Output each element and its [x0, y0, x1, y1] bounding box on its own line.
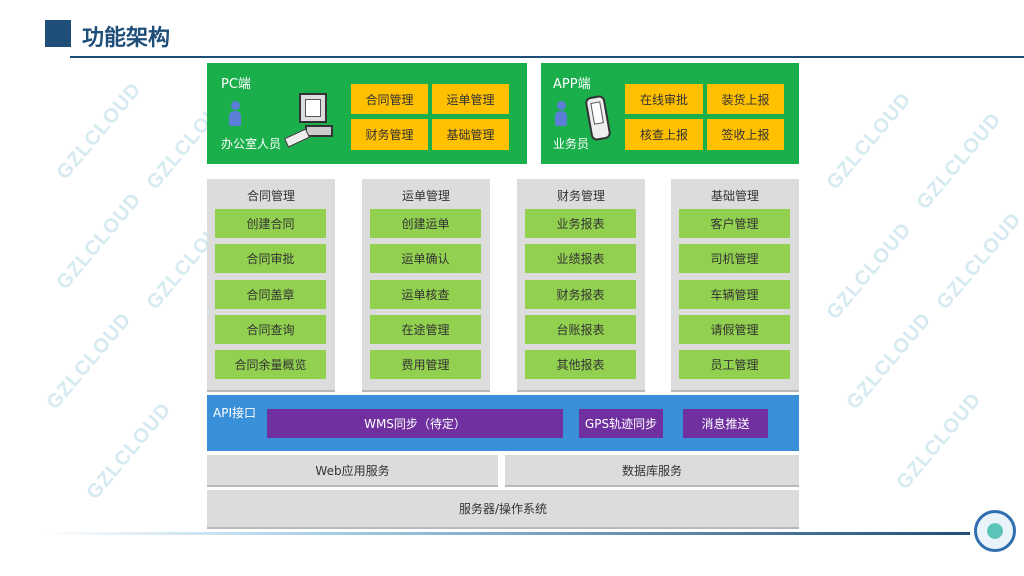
column-item[interactable]: 费用管理 — [370, 350, 481, 379]
column-item[interactable]: 合同盖章 — [215, 280, 326, 309]
column-title: 基础管理 — [710, 189, 759, 203]
pc-module[interactable]: 运单管理 — [432, 84, 509, 114]
company-logo — [974, 510, 1016, 552]
watermark: GZLCLOUD — [912, 108, 1006, 214]
pc-label: PC端 — [221, 77, 251, 92]
web-service: Web应用服务 — [207, 455, 498, 487]
page-title: 功能架构 — [82, 26, 171, 51]
column-item[interactable]: 合同审批 — [215, 244, 326, 273]
app-panel: APP端 业务员 在线审批 装货上报 核查上报 签收上报 — [541, 63, 799, 164]
column-item[interactable]: 司机管理 — [679, 244, 790, 273]
person-icon — [555, 101, 567, 127]
watermark: GZLCLOUD — [822, 218, 916, 324]
watermark: GZLCLOUD — [822, 88, 916, 194]
footer-line — [40, 532, 970, 535]
pc-panel: PC端 办公室人员 合同管理 运单管理 财务管理 基础管理 — [207, 63, 527, 164]
app-module[interactable]: 装货上报 — [707, 84, 784, 114]
column-item[interactable]: 请假管理 — [679, 315, 790, 344]
api-item-gps[interactable]: GPS轨迹同步 — [579, 409, 663, 438]
column-item[interactable]: 财务报表 — [525, 280, 636, 309]
watermark: GZLCLOUD — [52, 78, 146, 184]
app-module[interactable]: 签收上报 — [707, 119, 784, 150]
column-item[interactable]: 车辆管理 — [679, 280, 790, 309]
watermark: GZLCLOUD — [52, 188, 146, 294]
module-column: 合同管理创建合同合同审批合同盖章合同查询合同余量概览 — [207, 179, 335, 392]
app-module[interactable]: 核查上报 — [625, 119, 703, 150]
column-item[interactable]: 业绩报表 — [525, 244, 636, 273]
title-divider — [70, 56, 1024, 58]
pc-module[interactable]: 基础管理 — [432, 119, 509, 150]
watermark: GZLCLOUD — [842, 308, 936, 414]
column-title: 合同管理 — [246, 189, 295, 203]
api-panel: API接口 WMS同步（待定） GPS轨迹同步 消息推送 — [207, 395, 799, 451]
module-column: 运单管理创建运单运单确认运单核查在途管理费用管理 — [362, 179, 490, 392]
column-item[interactable]: 合同余量概览 — [215, 350, 326, 379]
db-service: 数据库服务 — [505, 455, 799, 487]
app-label: APP端 — [553, 77, 591, 92]
api-item-wms[interactable]: WMS同步（待定） — [267, 409, 563, 438]
column-title: 财务管理 — [556, 189, 605, 203]
module-column: 基础管理客户管理司机管理车辆管理请假管理员工管理 — [671, 179, 799, 392]
app-module[interactable]: 在线审批 — [625, 84, 703, 114]
watermark: GZLCLOUD — [82, 398, 176, 504]
api-label: API接口 — [213, 406, 256, 420]
column-item[interactable]: 员工管理 — [679, 350, 790, 379]
app-user-label: 业务员 — [553, 137, 590, 151]
person-icon — [229, 101, 241, 127]
column-item[interactable]: 运单确认 — [370, 244, 481, 273]
column-item[interactable]: 运单核查 — [370, 280, 481, 309]
column-item[interactable]: 其他报表 — [525, 350, 636, 379]
computer-icon — [284, 93, 335, 151]
watermark: GZLCLOUD — [42, 308, 136, 414]
column-item[interactable]: 创建运单 — [370, 209, 481, 238]
watermark: GZLCLOUD — [932, 208, 1024, 314]
column-title: 运单管理 — [401, 189, 450, 203]
column-item[interactable]: 创建合同 — [215, 209, 326, 238]
title-square-icon — [45, 20, 71, 47]
api-item-push[interactable]: 消息推送 — [683, 409, 768, 438]
column-item[interactable]: 客户管理 — [679, 209, 790, 238]
module-column: 财务管理业务报表业绩报表财务报表台账报表其他报表 — [517, 179, 645, 392]
watermark: GZLCLOUD — [892, 388, 986, 494]
column-item[interactable]: 合同查询 — [215, 315, 326, 344]
column-item[interactable]: 在途管理 — [370, 315, 481, 344]
pc-module[interactable]: 合同管理 — [351, 84, 428, 114]
server-os: 服务器/操作系统 — [207, 490, 799, 529]
column-item[interactable]: 业务报表 — [525, 209, 636, 238]
pc-module[interactable]: 财务管理 — [351, 119, 428, 150]
column-item[interactable]: 台账报表 — [525, 315, 636, 344]
pc-user-label: 办公室人员 — [221, 137, 282, 151]
